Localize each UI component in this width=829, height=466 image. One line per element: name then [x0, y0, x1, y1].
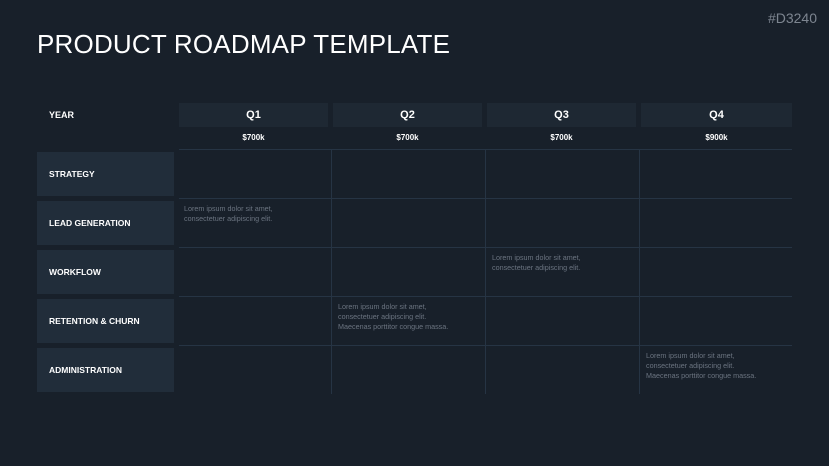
note-retention-q2: Lorem ipsum dolor sit amet, consectetuer… — [338, 302, 478, 332]
note-line: consectetuer adipiscing elit. — [646, 361, 735, 370]
quarter-amount-q2: $700k — [396, 133, 419, 142]
quarter-header-q2: Q2 — [333, 103, 482, 127]
row-label-retention-churn: RETENTION & CHURN — [37, 299, 174, 343]
note-line: Lorem ipsum dolor sit amet, — [492, 253, 581, 262]
note-administration-q4: Lorem ipsum dolor sit amet, consectetuer… — [646, 351, 786, 381]
note-line: Maecenas porttitor congue massa. — [646, 371, 757, 380]
page-title: PRODUCT ROADMAP TEMPLATE — [37, 29, 451, 59]
grid-line — [331, 149, 332, 394]
note-workflow-q3: Lorem ipsum dolor sit amet, consectetuer… — [492, 253, 632, 273]
row-label-workflow: WORKFLOW — [37, 250, 174, 294]
slide-code: #D3240 — [767, 10, 817, 26]
note-line: Maecenas porttitor congue massa. — [338, 322, 449, 331]
quarter-header-q1: Q1 — [179, 103, 328, 127]
note-line: Lorem ipsum dolor sit amet, — [184, 204, 273, 213]
grid-line — [485, 149, 486, 394]
row-label-strategy: STRATEGY — [37, 152, 174, 196]
year-label: YEAR — [49, 110, 75, 120]
note-line: consectetuer adipiscing elit. — [184, 214, 273, 223]
row-label-administration: ADMINISTRATION — [37, 348, 174, 392]
quarter-amount-q4: $900k — [705, 133, 728, 142]
note-lead-generation-q1: Lorem ipsum dolor sit amet, consectetuer… — [184, 204, 324, 224]
note-line: consectetuer adipiscing elit. — [492, 263, 581, 272]
note-line: Lorem ipsum dolor sit amet, — [338, 302, 427, 311]
quarter-amount-q1: $700k — [242, 133, 265, 142]
quarter-amount-q3: $700k — [550, 133, 573, 142]
row-label-lead-generation: LEAD GENERATION — [37, 201, 174, 245]
note-line: consectetuer adipiscing elit. — [338, 312, 427, 321]
note-line: Lorem ipsum dolor sit amet, — [646, 351, 735, 360]
grid-line — [639, 149, 640, 394]
quarter-header-q4: Q4 — [641, 103, 792, 127]
quarter-header-q3: Q3 — [487, 103, 636, 127]
